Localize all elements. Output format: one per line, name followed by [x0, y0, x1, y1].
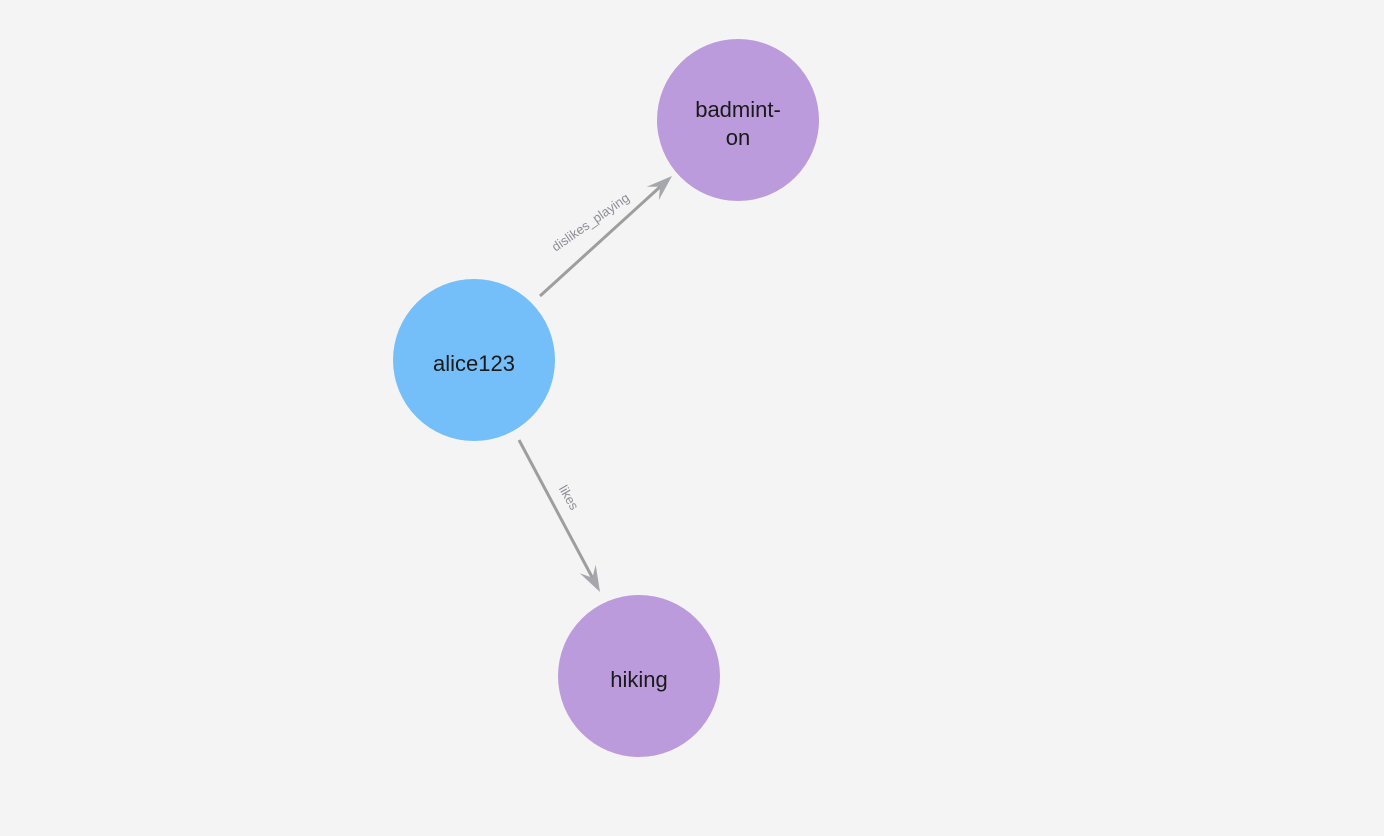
edge-dislikes-playing[interactable]: dislikes_playing [538, 176, 672, 298]
node-group: badmint- on alice123 hiking [393, 39, 819, 757]
edge-line [538, 184, 663, 298]
node-shape[interactable] [657, 39, 819, 201]
edge-likes[interactable]: likes [517, 439, 600, 592]
edge-label: likes [556, 482, 582, 512]
arrowhead-icon [579, 564, 600, 592]
node-shape[interactable] [393, 279, 555, 441]
edge-line [517, 439, 595, 581]
node-shape[interactable] [558, 595, 720, 757]
node-alice123[interactable]: alice123 [393, 279, 555, 441]
node-badminton[interactable]: badmint- on [657, 39, 819, 201]
arrowhead-icon [646, 176, 672, 201]
node-hiking[interactable]: hiking [558, 595, 720, 757]
